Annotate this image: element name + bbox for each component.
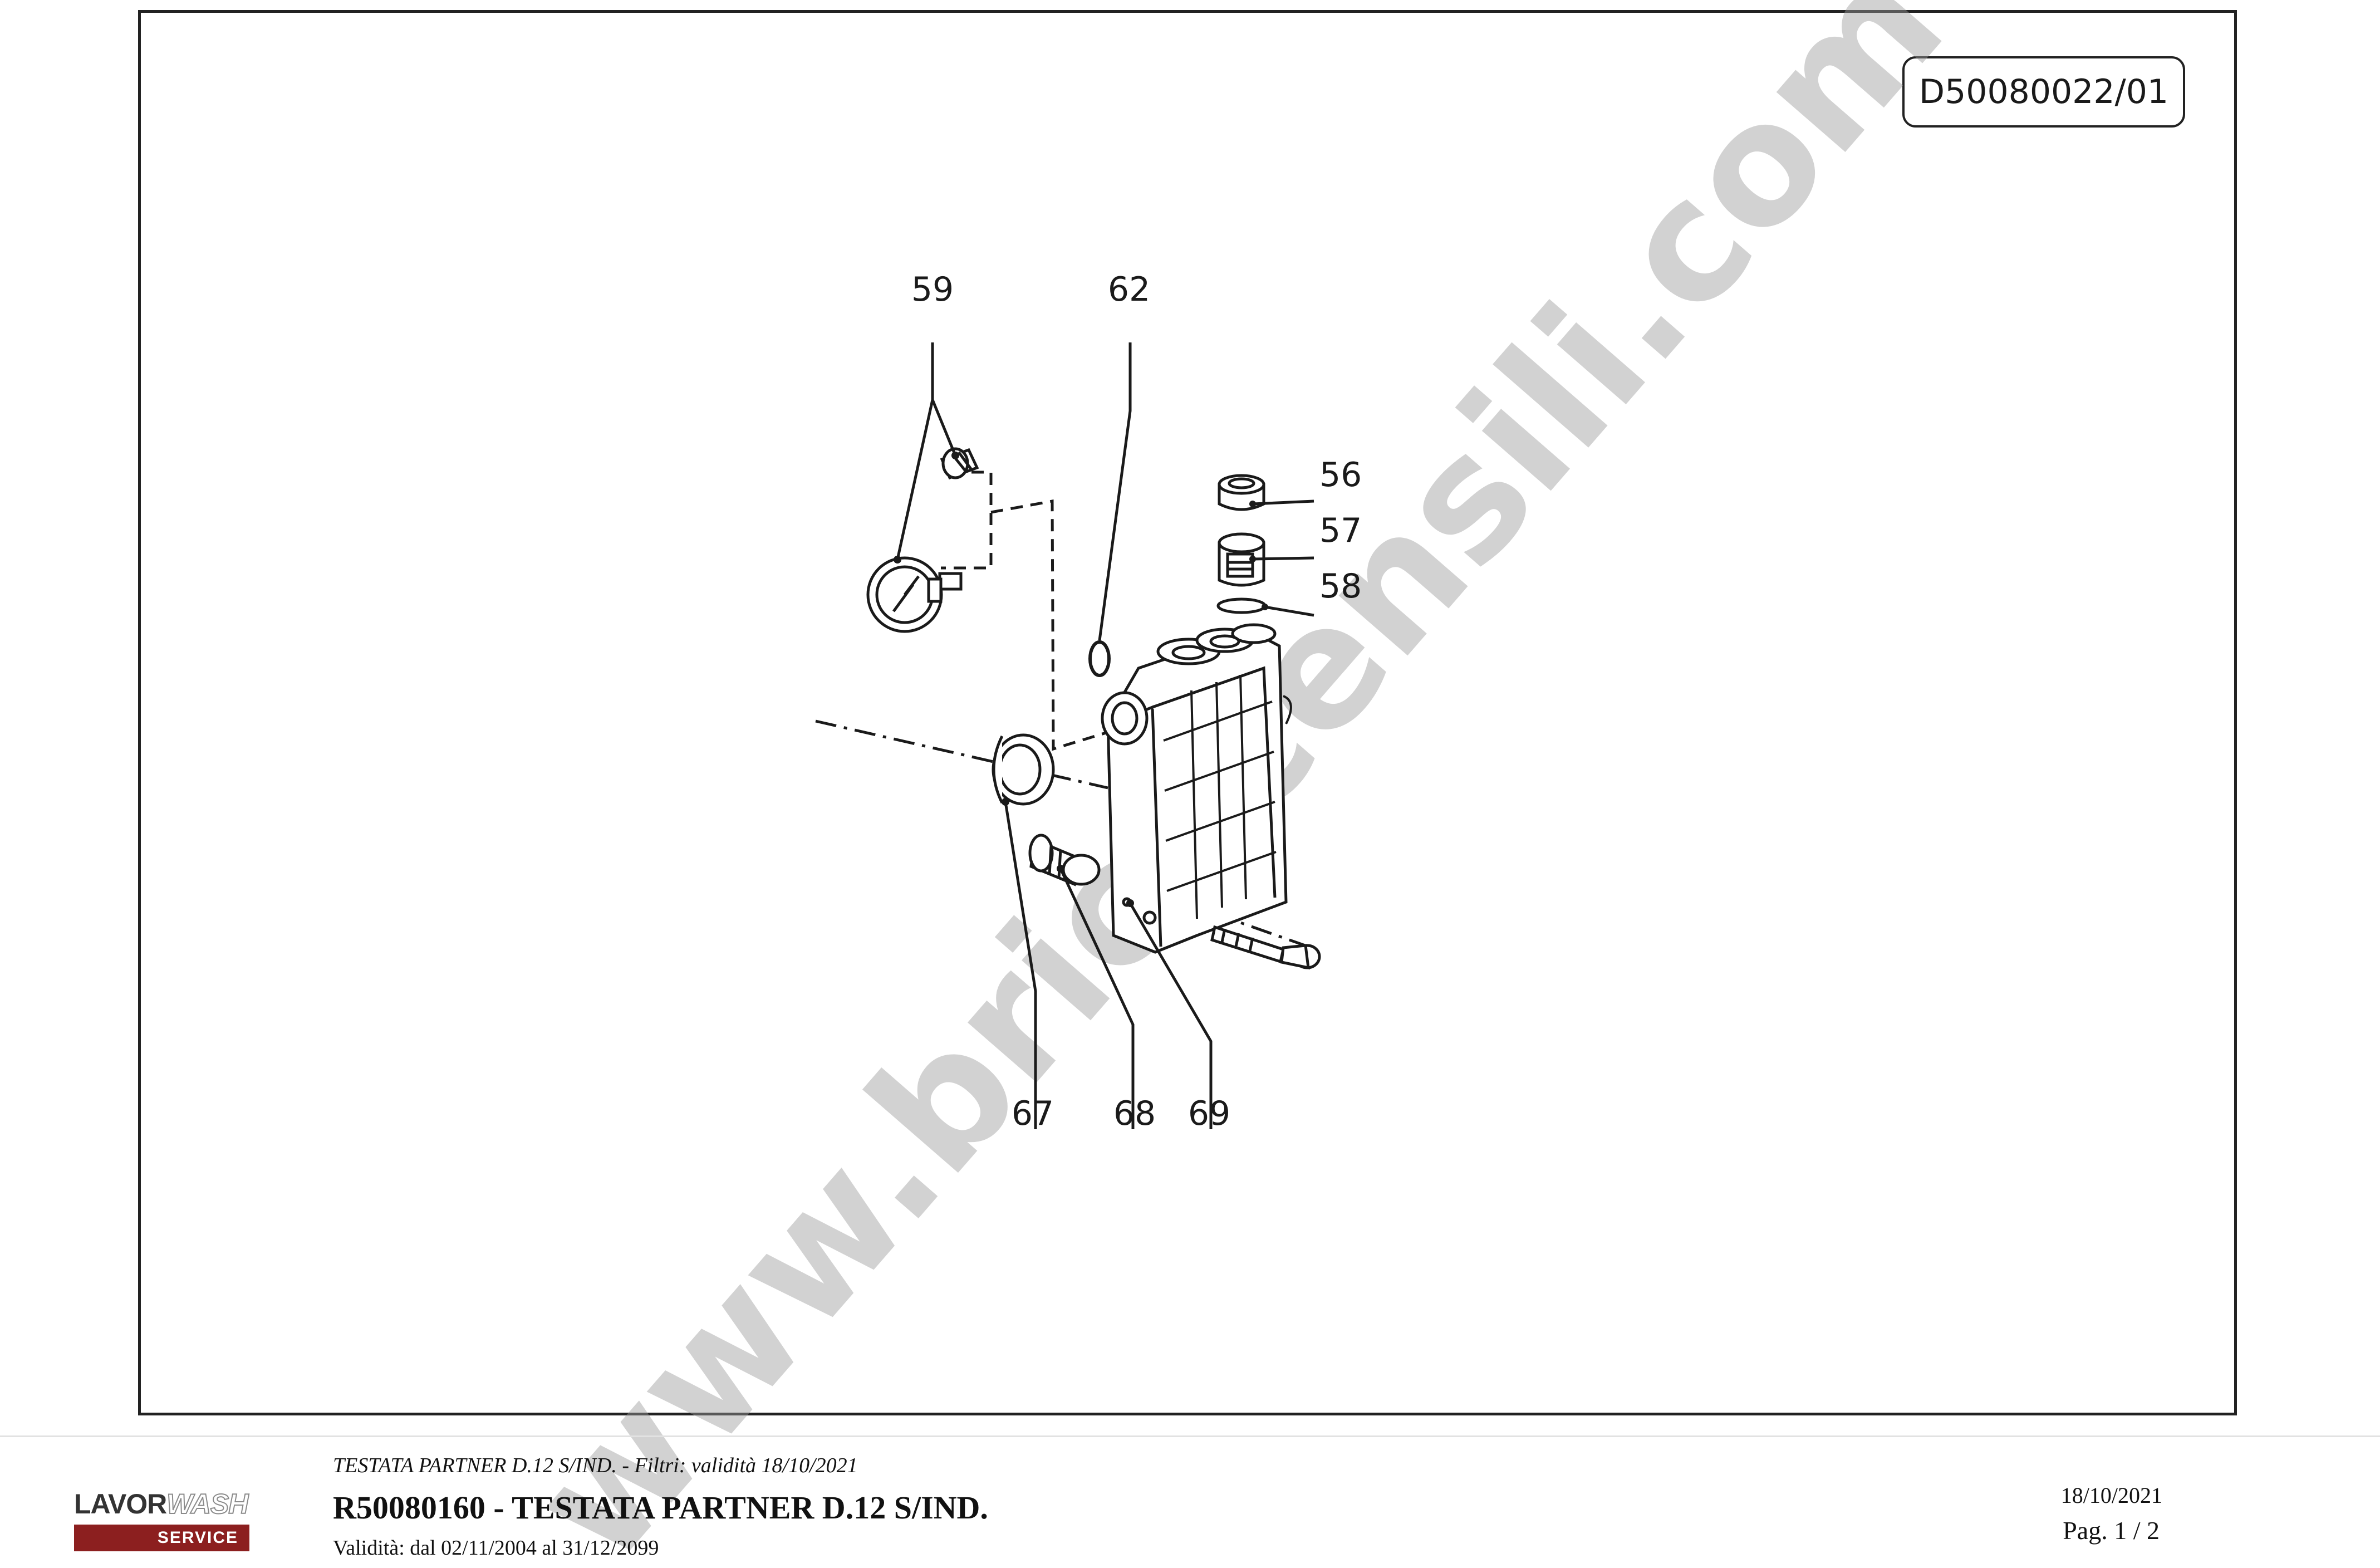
callout-57: 57	[1319, 511, 1362, 550]
callout-56: 56	[1319, 455, 1362, 494]
footer-page-number: Pag. 1 / 2	[2063, 1516, 2160, 1545]
drawing-frame	[138, 10, 2237, 1415]
logo-service-band: SERVICE	[74, 1525, 249, 1551]
callout-69: 69	[1188, 1094, 1230, 1133]
footer-title: R50080160 - TESTATA PARTNER D.12 S/IND.	[333, 1489, 988, 1526]
callout-62: 62	[1108, 270, 1150, 309]
bolt-icon	[1210, 925, 1321, 970]
pressure-gauge-icon	[866, 556, 963, 633]
footer-subtitle: TESTATA PARTNER D.12 S/IND. - Filtri: va…	[333, 1454, 858, 1477]
footer-validity: Validità: dal 02/11/2004 al 31/12/2099	[333, 1536, 659, 1560]
valve-icon	[1218, 532, 1265, 587]
callout-59: 59	[911, 270, 954, 309]
callout-58: 58	[1319, 567, 1362, 606]
leader-dots	[894, 452, 1268, 907]
footer-date: 18/10/2021	[2060, 1483, 2162, 1508]
callout-67: 67	[1012, 1094, 1054, 1133]
footer-divider	[0, 1435, 2380, 1437]
callout-68: 68	[1113, 1094, 1156, 1133]
pump-head-ribs	[1163, 674, 1292, 919]
seal-icon	[992, 733, 1055, 806]
dashed-connectors	[941, 471, 1108, 751]
drawing-code-box: D50080022/01	[1902, 56, 2185, 128]
o-ring-icon	[1088, 640, 1111, 677]
leader-lines	[896, 342, 1314, 1129]
